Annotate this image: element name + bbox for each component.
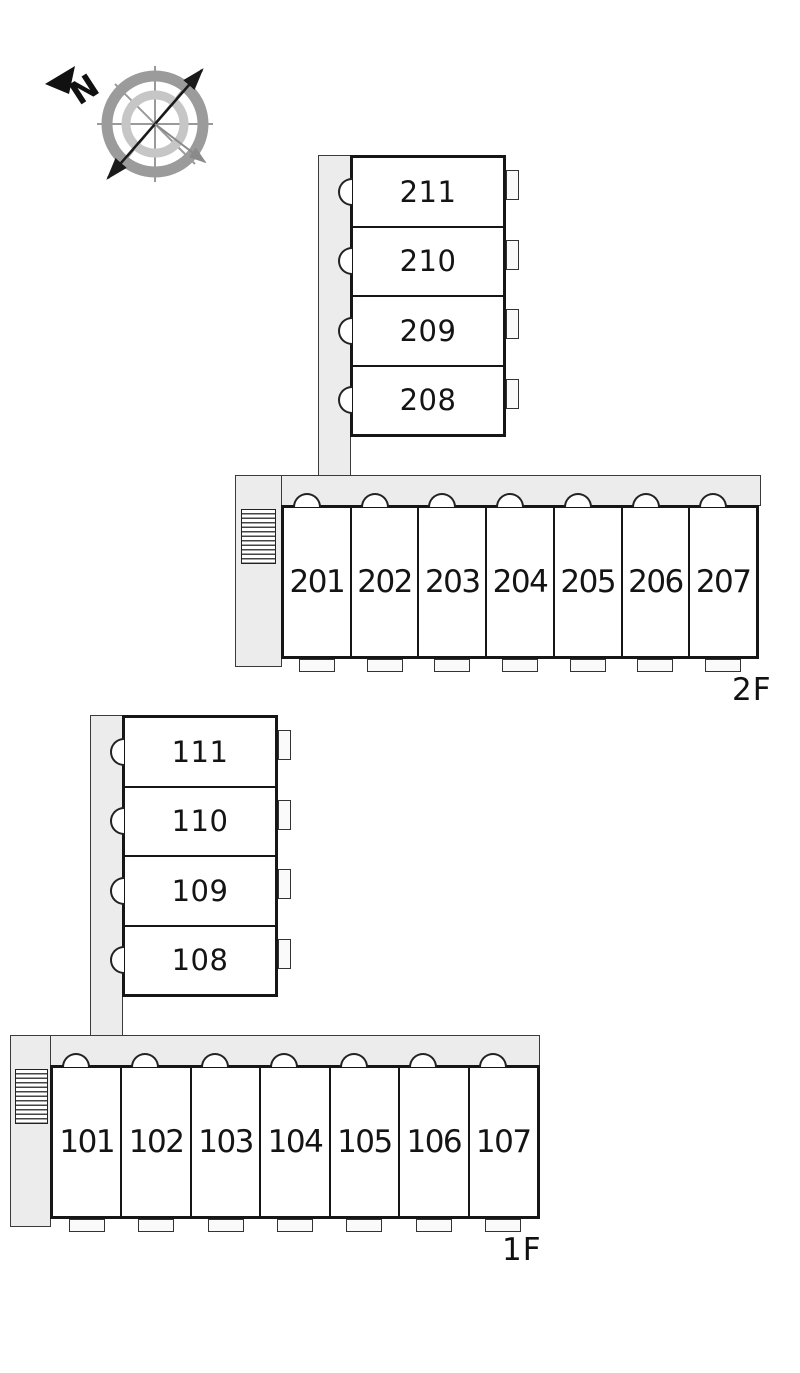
room-211: 211 xyxy=(338,158,519,226)
room-number: 205 xyxy=(560,564,616,600)
balcony-tab xyxy=(138,1219,175,1232)
room-105: 105 xyxy=(328,1053,399,1232)
balcony-tab xyxy=(276,1219,313,1232)
window-tab xyxy=(506,170,519,201)
room-number: 105 xyxy=(337,1124,393,1160)
balcony-tab xyxy=(298,659,335,672)
balcony-tab xyxy=(68,1219,105,1232)
corridor-1f-stair-area xyxy=(10,1035,51,1227)
compass-icon: N xyxy=(45,66,213,182)
room-number: 203 xyxy=(424,564,481,600)
room-110: 110 xyxy=(110,785,291,855)
stairs-1f xyxy=(15,1069,48,1124)
room-number: 109 xyxy=(171,873,229,908)
balcony-tab xyxy=(346,1219,383,1232)
room-201: 201 xyxy=(284,493,350,672)
room-210: 210 xyxy=(338,225,519,295)
balcony-tab xyxy=(434,659,471,672)
stairs-2f xyxy=(241,509,276,564)
room-number: 206 xyxy=(628,564,684,600)
door-icon xyxy=(478,1053,507,1067)
window-tab xyxy=(278,938,291,969)
room-number: 107 xyxy=(475,1124,532,1160)
balcony-tab xyxy=(415,1219,452,1232)
window-tab xyxy=(506,239,519,270)
room-number: 104 xyxy=(267,1124,324,1160)
window-tab xyxy=(278,869,291,900)
room-109: 109 xyxy=(110,855,291,925)
window-tab xyxy=(506,378,519,409)
room-205: 205 xyxy=(552,493,621,672)
window-tab xyxy=(506,309,519,340)
north-arrow-icon xyxy=(45,66,75,94)
room-number: 101 xyxy=(59,1124,115,1160)
room-102: 102 xyxy=(120,1053,190,1232)
rooms-2f-vertical: 211 210 209 208 xyxy=(338,155,519,437)
room-203: 203 xyxy=(417,493,486,672)
room-204: 204 xyxy=(485,493,553,672)
room-number: 204 xyxy=(492,564,549,600)
balcony-tab xyxy=(705,659,742,672)
corridor-2f-stair-area xyxy=(235,475,282,667)
room-104: 104 xyxy=(259,1053,329,1232)
room-number: 106 xyxy=(406,1124,462,1160)
door-icon xyxy=(631,493,660,507)
room-209: 209 xyxy=(338,295,519,365)
room-111: 111 xyxy=(110,718,291,786)
room-101: 101 xyxy=(53,1053,121,1232)
room-number: 210 xyxy=(399,244,457,279)
room-number: 201 xyxy=(289,564,346,600)
floor-label-1f: 1F xyxy=(502,1232,542,1268)
room-103: 103 xyxy=(189,1053,260,1232)
balcony-tab xyxy=(207,1219,244,1232)
room-number: 110 xyxy=(171,804,229,839)
room-number: 108 xyxy=(171,943,229,978)
balcony-tab xyxy=(502,659,539,672)
room-number: 202 xyxy=(357,564,413,600)
room-207: 207 xyxy=(688,493,757,672)
room-206: 206 xyxy=(620,493,689,672)
room-202: 202 xyxy=(349,493,418,672)
room-107: 107 xyxy=(467,1053,537,1232)
rooms-1f-horizontal: 101 102 103 104 105 106 107 xyxy=(50,1053,540,1232)
room-208: 208 xyxy=(338,364,519,434)
room-number: 207 xyxy=(695,564,752,600)
room-number: 103 xyxy=(198,1124,254,1160)
window-tab xyxy=(278,730,291,761)
balcony-tab xyxy=(366,659,403,672)
rooms-2f-horizontal: 201 202 203 204 205 206 207 xyxy=(281,493,759,672)
rooms-1f-vertical: 111 110 109 108 xyxy=(110,715,291,997)
balcony-tab xyxy=(637,659,674,672)
room-108: 108 xyxy=(110,924,291,994)
room-number: 208 xyxy=(399,383,457,418)
balcony-tab xyxy=(569,659,606,672)
floor-label-2f: 2F xyxy=(732,672,772,708)
room-number: 209 xyxy=(399,313,457,348)
room-number: 111 xyxy=(171,734,229,769)
balcony-tab xyxy=(485,1219,522,1232)
window-tab xyxy=(278,799,291,830)
room-number: 211 xyxy=(399,174,457,209)
room-number: 102 xyxy=(128,1124,185,1160)
room-106: 106 xyxy=(398,1053,468,1232)
